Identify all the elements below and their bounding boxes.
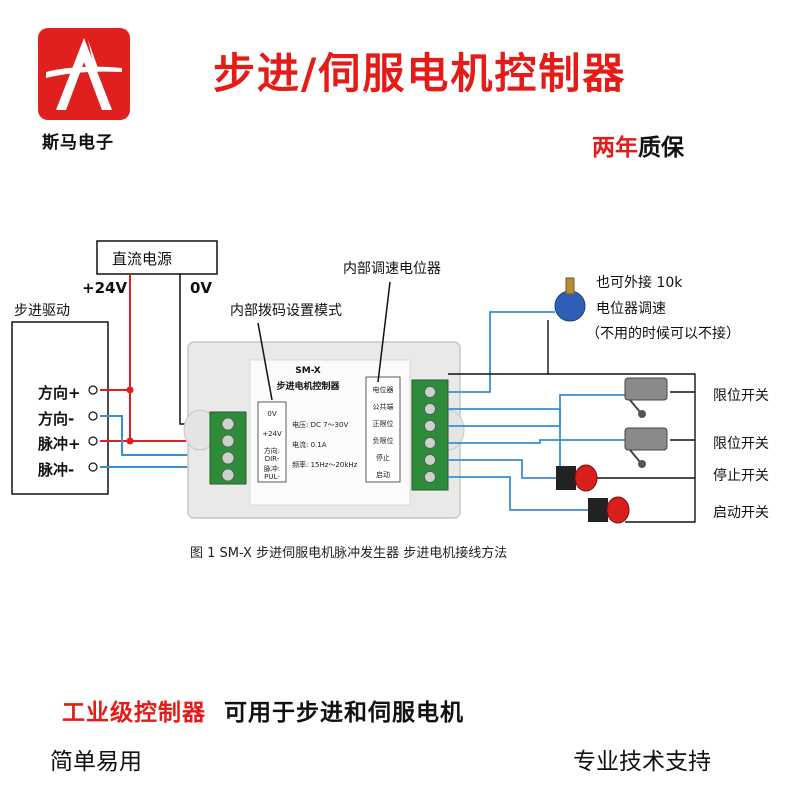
stop-button-icon [556, 464, 598, 492]
module-frequency: 频率: 15Hz～20kHz [292, 461, 358, 469]
module-pin-0v: 0V [267, 410, 277, 418]
power-supply-box [96, 240, 218, 275]
warranty-badge: 两年质保 [592, 128, 684, 162]
limit-switch-2-icon [624, 427, 668, 468]
brand-name: 斯马电子 [42, 133, 114, 153]
wire-stop [448, 459, 560, 479]
module-name: 步进电机控制器 [276, 382, 340, 392]
junction-dir [126, 386, 134, 394]
limit-switch-1-icon [624, 377, 668, 418]
module-pin-dir: 方向: DIR- [263, 447, 281, 463]
tech-support: 专业技术支持 [573, 749, 711, 775]
start-button-icon [588, 496, 630, 524]
driver-terminal-pul-minus: 脉冲- [38, 461, 75, 479]
driver-terminal-dir-minus: 方向- [38, 410, 75, 428]
wire-start [448, 476, 590, 511]
stepper-driver-label: 步进驱动 [14, 303, 70, 319]
dip-switch-label: 内部拨码设置模式 [230, 303, 342, 319]
ext-pot-line3: （不用的时候可以不接） [586, 326, 740, 342]
limit-switch-1-label: 限位开关 [713, 388, 769, 404]
figure-caption: 图 1 SM-X 步进伺服电机脉冲发生器 步进电机接线方法 [190, 546, 508, 561]
stop-switch-label: 停止开关 [713, 468, 769, 484]
module-pin-24v: +24V [262, 430, 282, 438]
ext-pot-line1: 也可外接 10k [596, 275, 683, 291]
zero-v-label: 0V [190, 279, 213, 297]
limit-switch-2-label: 限位开关 [713, 436, 769, 452]
driver-terminal-dir-plus: 方向+ [38, 384, 81, 402]
common-bus [547, 320, 696, 523]
module-pin-pot: 电位器 [372, 386, 394, 394]
warranty-text: 质保 [638, 135, 684, 161]
wire-dir-minus [100, 415, 210, 456]
warranty-years: 两年 [592, 135, 638, 161]
ext-pot-line2: 电位器调速 [596, 301, 666, 317]
module-pin-common: 公共端 [372, 403, 394, 411]
module-current: 电流: 0.1A [292, 441, 327, 449]
module-pin-pul: 脉冲: PUL- [263, 465, 281, 481]
start-switch-label: 启动开关 [713, 505, 769, 521]
wire-potentiometer [448, 311, 555, 393]
page-title: 步进/伺服电机控制器 [213, 49, 627, 98]
logo-mark-icon [46, 38, 122, 110]
plus24v-label: +24V [82, 279, 128, 297]
industry-black: 可用于步进和伺服电机 [224, 700, 465, 726]
industry-red: 工业级控制器 [62, 700, 206, 726]
junction-pul [126, 437, 134, 445]
potentiometer-icon [554, 277, 586, 322]
driver-terminal-pul-plus: 脉冲+ [38, 435, 81, 453]
module-pin-limit-pos: 正限位 [372, 420, 394, 428]
wire-limit-pos [448, 394, 625, 427]
module-pin-start: 启动 [376, 471, 390, 479]
module-pin-limit-neg: 负限位 [372, 437, 394, 445]
wire-limit-neg [448, 439, 625, 444]
module-voltage: 电压: DC 7～30V [292, 421, 349, 429]
easy-to-use: 简单易用 [50, 749, 142, 775]
brand-logo [38, 28, 130, 120]
industry-tagline: 工业级控制器 可用于步进和伺服电机 [62, 693, 464, 727]
internal-pot-label: 内部调速电位器 [343, 261, 441, 277]
power-supply-label: 直流电源 [112, 250, 173, 268]
module-pin-stop: 停止 [376, 454, 390, 462]
module-model: SM-X [295, 366, 321, 376]
